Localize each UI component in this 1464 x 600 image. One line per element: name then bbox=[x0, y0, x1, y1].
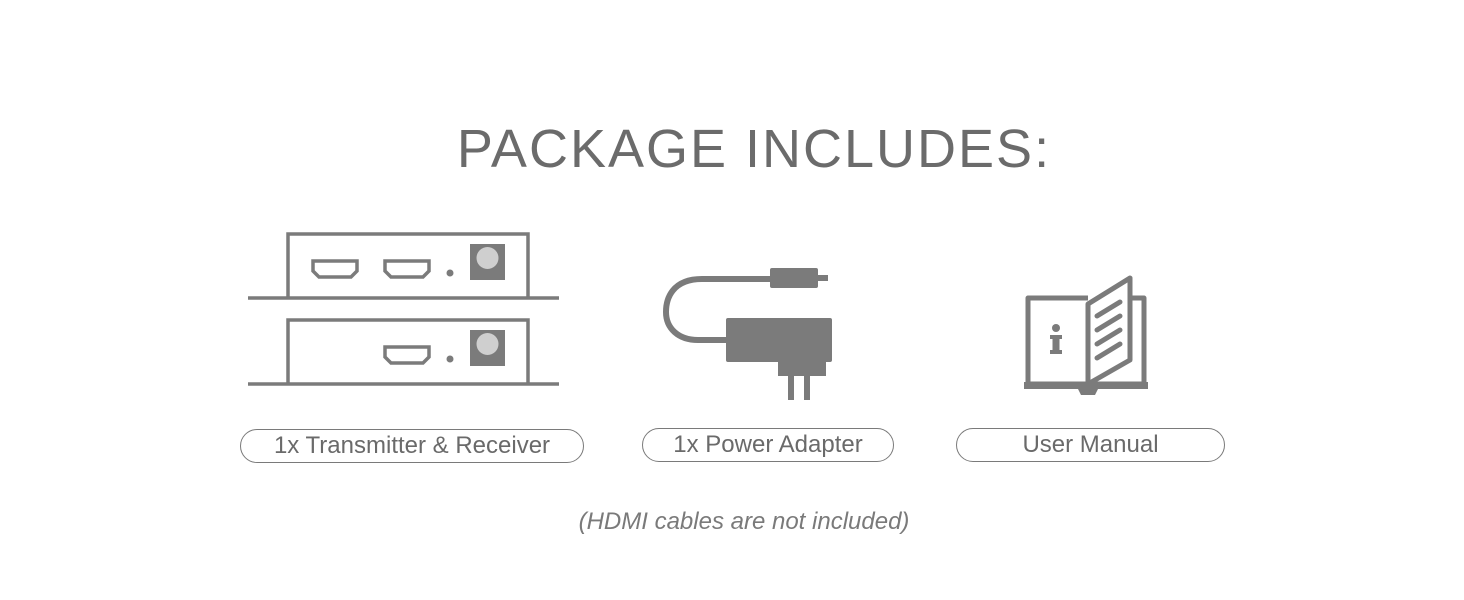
power-adapter-icon bbox=[660, 264, 840, 404]
user-manual-icon bbox=[1020, 272, 1154, 400]
user-manual-label: User Manual bbox=[956, 428, 1225, 462]
transmitter-receiver-label: 1x Transmitter & Receiver bbox=[240, 429, 584, 463]
page-title: PACKAGE INCLUDES: bbox=[456, 119, 1052, 179]
footnote: (HDMI cables are not included) bbox=[578, 508, 910, 535]
power-adapter-label: 1x Power Adapter bbox=[642, 428, 894, 462]
transmitter-receiver-icon bbox=[244, 228, 564, 392]
